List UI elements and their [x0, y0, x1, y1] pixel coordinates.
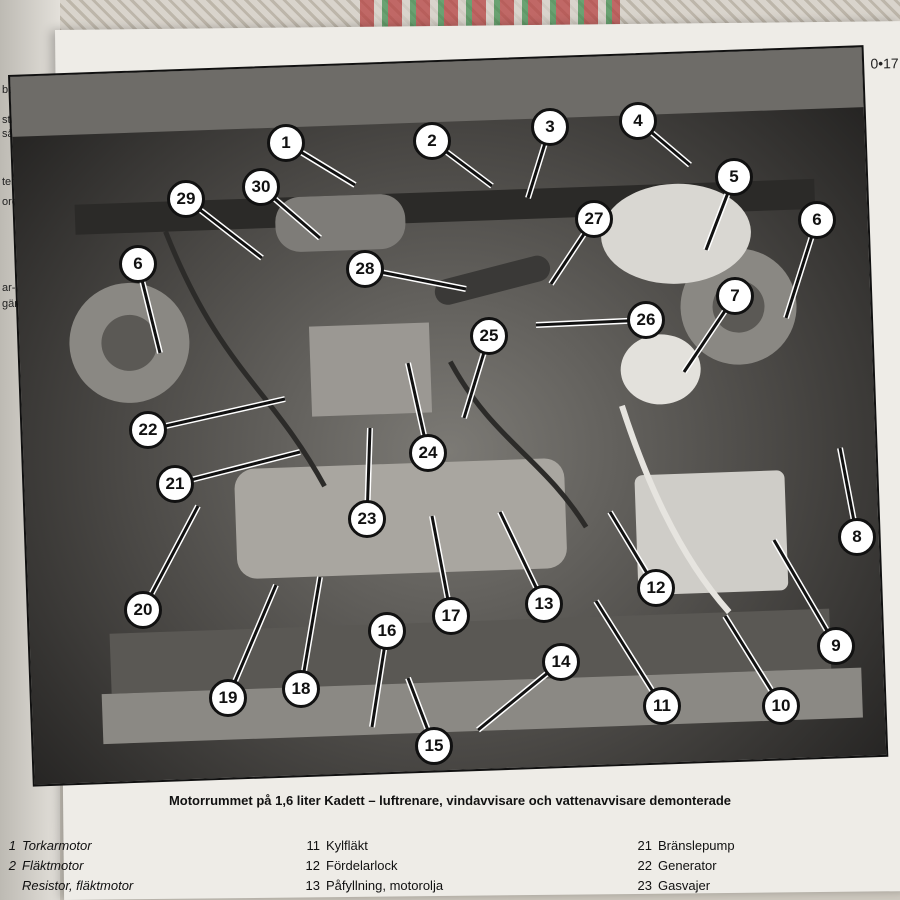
legend-item: 2 Fläktmotor [0, 856, 133, 876]
legend-item: 12 Fördelarlock [298, 856, 443, 876]
callout-marker: 8 [838, 518, 876, 556]
callout-marker: 30 [242, 168, 280, 206]
callout-marker: 12 [637, 569, 675, 607]
legend-number: 2 [8, 858, 16, 873]
legend-label: Påfyllning, motorolja [326, 878, 444, 893]
callout-marker: 22 [129, 411, 167, 449]
callout-marker: 19 [209, 679, 247, 717]
callout-marker: 23 [348, 500, 386, 538]
legend-number: 22 [637, 858, 652, 873]
callout-marker: 9 [817, 627, 855, 665]
legend-item: 1 Torkarmotor [0, 836, 133, 856]
legend-number: 12 [305, 858, 320, 873]
legend-label: Torkarmotor [22, 838, 92, 853]
callout-marker: 14 [542, 643, 580, 681]
callout-marker: 3 [531, 108, 569, 146]
legend-number: 1 [8, 838, 16, 853]
legend-number: 23 [637, 878, 652, 893]
callout-marker: 26 [627, 301, 665, 339]
legend-item: 21 Bränslepump [630, 836, 735, 856]
callout-marker: 2 [413, 122, 451, 160]
legend-label: Gasvajer [658, 878, 711, 893]
legend-number: 13 [305, 878, 320, 893]
engine-bay-illustration [10, 47, 864, 745]
callout-marker: 7 [716, 277, 754, 315]
legend-label: Resistor, fläktmotor [22, 878, 134, 893]
callout-marker: 21 [156, 465, 194, 503]
left-page-text: gär [2, 298, 18, 310]
callout-marker: 11 [643, 687, 681, 725]
callout-marker: 16 [368, 612, 406, 650]
callout-marker: 24 [409, 434, 447, 472]
figure-caption: Motorrummet på 1,6 liter Kadett – luftre… [168, 793, 732, 808]
legend-item: 23 Gasvajer [630, 876, 735, 896]
legend-label: Kylfläkt [326, 838, 368, 853]
legend-item: 11 Kylfläkt [298, 836, 443, 856]
callout-marker: 15 [415, 727, 453, 765]
legend-number: 11 [306, 838, 321, 853]
legend-label: Generator [658, 858, 717, 873]
legend-item: 13 Påfyllning, motorolja [298, 876, 444, 896]
callout-marker: 28 [346, 250, 384, 288]
callout-marker: 25 [470, 317, 508, 355]
legend-column-3: 21 Bränslepump 22 Generator 23 Gasvajer [630, 836, 735, 896]
callout-marker: 18 [282, 670, 320, 708]
callout-marker: 4 [619, 102, 657, 140]
legend-label: Fläktmotor [22, 858, 84, 873]
legend-label: Fördelarlock [326, 858, 398, 873]
callout-marker: 5 [715, 158, 753, 196]
legend-item: Resistor, fläktmotor [0, 876, 133, 896]
legend-column-1: 1 Torkarmotor 2 Fläktmotor Resistor, fläkt… [0, 836, 134, 896]
callout-marker: 1 [267, 124, 305, 162]
callout-marker: 17 [432, 597, 470, 635]
legend-item: 22 Generator [630, 856, 735, 876]
legend-label: Bränslepump [658, 838, 735, 853]
callout-marker: 10 [762, 687, 800, 725]
callout-marker: 27 [575, 200, 613, 238]
engine-bay-photo [8, 45, 889, 787]
callout-marker: 6 [798, 201, 836, 239]
callout-marker: 20 [124, 591, 162, 629]
legend-number: 21 [637, 838, 652, 853]
callout-marker: 13 [525, 585, 563, 623]
callout-marker: 29 [167, 180, 205, 218]
left-page-text: ar- [2, 282, 16, 294]
legend-column-2: 11 Kylfläkt 12 Fördelarlock 13 Påfyllning, … [298, 836, 444, 896]
callout-marker: 6 [119, 245, 157, 283]
